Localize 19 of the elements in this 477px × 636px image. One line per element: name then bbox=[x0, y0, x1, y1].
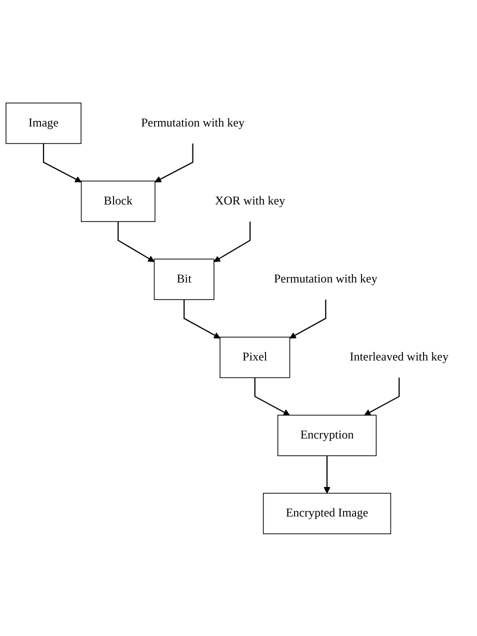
arrow bbox=[184, 299, 220, 338]
node-text: Permutation with key bbox=[141, 116, 244, 129]
node-box: Encrypted Image bbox=[262, 492, 392, 534]
node-box: Encryption bbox=[277, 414, 377, 456]
node-box: Bit bbox=[154, 258, 214, 300]
arrow bbox=[154, 143, 194, 182]
arrow bbox=[214, 221, 251, 262]
arrow bbox=[324, 455, 330, 494]
arrow bbox=[118, 221, 155, 262]
arrow bbox=[42, 143, 82, 182]
node-text: Permutation with key bbox=[274, 272, 378, 285]
arrow bbox=[289, 299, 326, 338]
node-box: Pixel bbox=[220, 336, 290, 378]
arrow bbox=[254, 377, 290, 416]
arrow bbox=[364, 377, 400, 416]
node-box: Block bbox=[80, 180, 156, 222]
node-box: Image bbox=[6, 102, 82, 144]
node-text: Interleaved with key bbox=[350, 350, 448, 364]
node-text: XOR with key bbox=[215, 194, 286, 207]
